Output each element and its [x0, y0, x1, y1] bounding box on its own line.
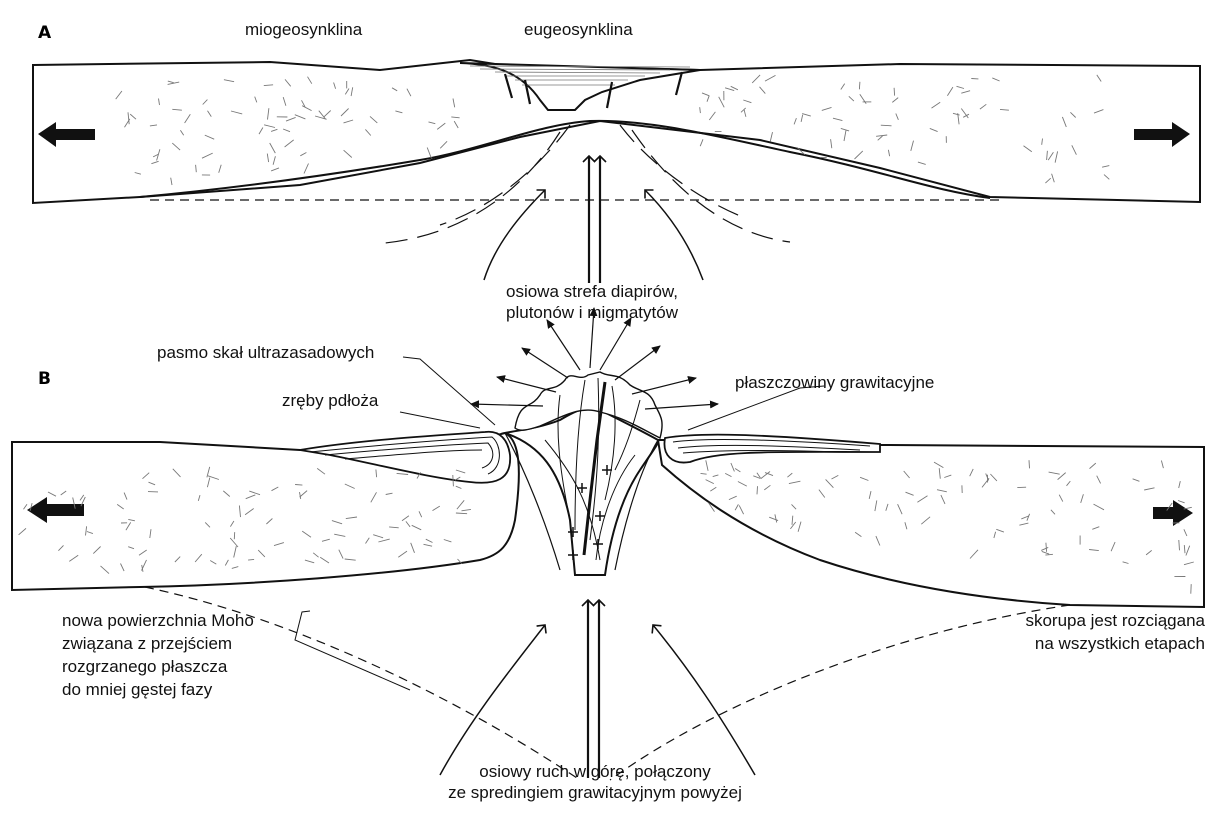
- miogeosyncline-label: miogeosynklina: [245, 19, 362, 40]
- crust-extension-label-2: na wszystkich etapach: [969, 633, 1205, 654]
- upward-arrow-icon: [588, 600, 599, 778]
- crust-texture-mark: [894, 88, 895, 96]
- moho-label-4: do mniej gęstej fazy: [62, 679, 212, 700]
- moho-label-1: nowa powierzchnia Moho: [62, 610, 254, 631]
- ultrabasic-belt-label: pasmo skał ultrazasadowych: [157, 342, 374, 363]
- upward-motion-label-1: osiowy ruch w górę, połączony: [400, 761, 790, 782]
- crust-texture-mark: [295, 485, 302, 486]
- panel-b-section: [12, 308, 1204, 780]
- crust-texture-mark: [881, 125, 892, 126]
- panel-b-right-crust-block: [658, 440, 1204, 607]
- panel-b-convergent-arrow-right: [653, 625, 755, 775]
- panel-a-letter: A: [38, 23, 51, 43]
- crust-extension-label-1: skorupa jest rozciągana: [969, 610, 1205, 631]
- gravity-nappes-label: płaszczowiny grawitacyjne: [735, 372, 934, 393]
- crust-texture-mark: [757, 486, 758, 494]
- crust-texture-mark: [700, 139, 703, 146]
- crust-texture-mark: [1029, 460, 1030, 468]
- axial-zone-label-1: osiowa strefa diapirów,: [472, 281, 712, 302]
- basement-horsts-label: zręby pdłoża: [282, 390, 378, 411]
- moho-label-2: związana z przejściem: [62, 633, 232, 654]
- axial-zone-label-2: plutonów i migmatytów: [472, 302, 712, 323]
- panel-b-new-moho-right: [610, 605, 1070, 780]
- moho-label-3: rozgrzanego płaszcza: [62, 656, 227, 677]
- crust-texture-mark: [859, 82, 860, 90]
- panel-b-letter: B: [38, 369, 51, 389]
- crust-texture-mark: [453, 475, 454, 486]
- panel-a-section: [33, 60, 1200, 283]
- panel-b-convergent-arrow-left: [440, 625, 545, 775]
- panel-a-convergent-arrow-right: [645, 190, 703, 280]
- upward-motion-label-2: ze spredingiem grawitacyjnym powyżej: [400, 782, 790, 803]
- upward-arrow-icon: [589, 156, 600, 283]
- eugeosyncline-label: eugeosynklina: [524, 19, 633, 40]
